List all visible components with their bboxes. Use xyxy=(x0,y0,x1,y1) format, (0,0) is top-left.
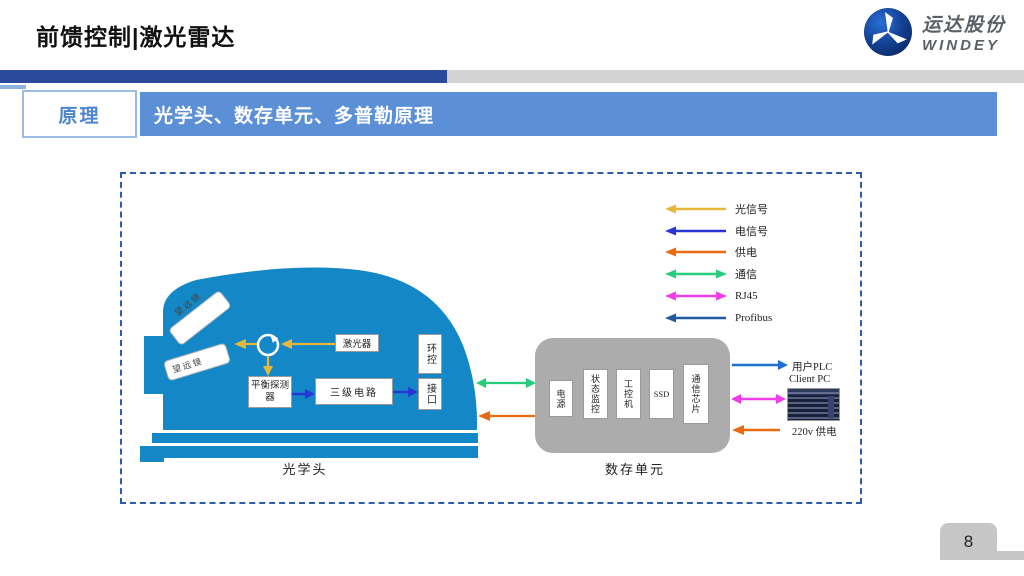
optical-head-dome xyxy=(163,267,478,430)
mains-power-label: 220v 供电 xyxy=(792,427,837,438)
module-comm-chip: 通信芯片 xyxy=(683,364,709,424)
legend-item: 通信 xyxy=(664,267,757,281)
legend-arrow-rj45 xyxy=(665,291,727,301)
rj45-arrow xyxy=(731,394,786,404)
legend-item: 光信号 xyxy=(664,202,768,216)
legend-label: Profibus xyxy=(735,312,773,324)
legend-label: 通信 xyxy=(735,269,757,281)
decorative-sliver xyxy=(0,85,26,89)
optical-head-foot xyxy=(140,446,164,462)
section-tag: 原理 xyxy=(58,105,101,127)
page-number-tab: 8 xyxy=(940,523,997,560)
legend-arrow-comm xyxy=(665,269,727,279)
interface-box: 接口 xyxy=(418,378,442,410)
company-logo: 运达股份 WINDEY xyxy=(862,6,1006,58)
telescope-2-shape xyxy=(163,343,231,381)
optical-head-base-1 xyxy=(152,433,478,443)
laser-box: 激光器 xyxy=(335,334,379,352)
legend-arrow-optical xyxy=(665,204,726,214)
legend-item: RJ45 xyxy=(664,289,758,303)
balanced-detector-box: 平衡探测器 xyxy=(248,376,292,408)
client-pc-label: Client PC xyxy=(789,374,831,385)
legend-item: 电信号 xyxy=(664,224,768,238)
page-number-strip xyxy=(997,551,1024,560)
module-power: 电源 xyxy=(549,380,573,417)
telescope-1-shape xyxy=(169,291,231,345)
optical-head-mount xyxy=(144,336,164,394)
diagram-frame xyxy=(120,172,862,504)
module-ssd: SSD xyxy=(649,369,674,419)
plc-arrow xyxy=(732,360,788,370)
client-pc-screenshot-detail xyxy=(828,396,834,418)
mains-power-arrow xyxy=(732,425,780,435)
client-pc-screenshot xyxy=(787,388,840,421)
power-link-arrow xyxy=(478,411,536,421)
comm-link-arrow xyxy=(476,378,536,388)
circuit-box: 三级电路 xyxy=(315,378,393,405)
logo-brand-en: WINDEY xyxy=(921,37,1000,54)
section-subtitle: 光学头、数存单元、多普勒原理 xyxy=(154,105,435,127)
circulator-icon xyxy=(256,333,280,357)
legend-label: 供电 xyxy=(735,247,757,259)
optical-head-label: 光学头 xyxy=(282,462,328,477)
plc-label: 用户PLC xyxy=(792,362,833,373)
optical-head-base-2 xyxy=(163,446,478,458)
legend-label: 电信号 xyxy=(735,226,768,238)
section-tag-box: 原理 xyxy=(22,90,137,138)
page-number: 8 xyxy=(963,531,974,551)
module-status-monitor: 状态监控 xyxy=(583,369,608,419)
header-divider-blue xyxy=(0,70,447,83)
page-title: 前馈控制|激光雷达 xyxy=(36,24,236,50)
optical-signal-arrows xyxy=(234,339,336,376)
legend-label: RJ45 xyxy=(735,290,758,302)
legend-item: 供电 xyxy=(664,245,757,259)
legend-arrow-electric xyxy=(665,226,726,236)
module-ipc: 工控机 xyxy=(616,369,641,419)
digital-unit-label: 数存单元 xyxy=(604,462,665,477)
logo-brand-cn: 运达股份 xyxy=(921,15,1006,36)
header-divider-gray xyxy=(447,70,1024,83)
legend-label: 光信号 xyxy=(735,204,768,216)
windey-logo-icon xyxy=(863,8,912,56)
optical-head-shape xyxy=(140,267,478,462)
legend-item: Profibus xyxy=(664,311,772,325)
electric-signal-arrows xyxy=(292,387,418,399)
legend-arrow-profibus xyxy=(665,313,726,323)
legend-arrow-power xyxy=(665,247,726,257)
section-band: 光学头、数存单元、多普勒原理 xyxy=(140,92,997,136)
env-control-box: 环控 xyxy=(418,334,442,374)
